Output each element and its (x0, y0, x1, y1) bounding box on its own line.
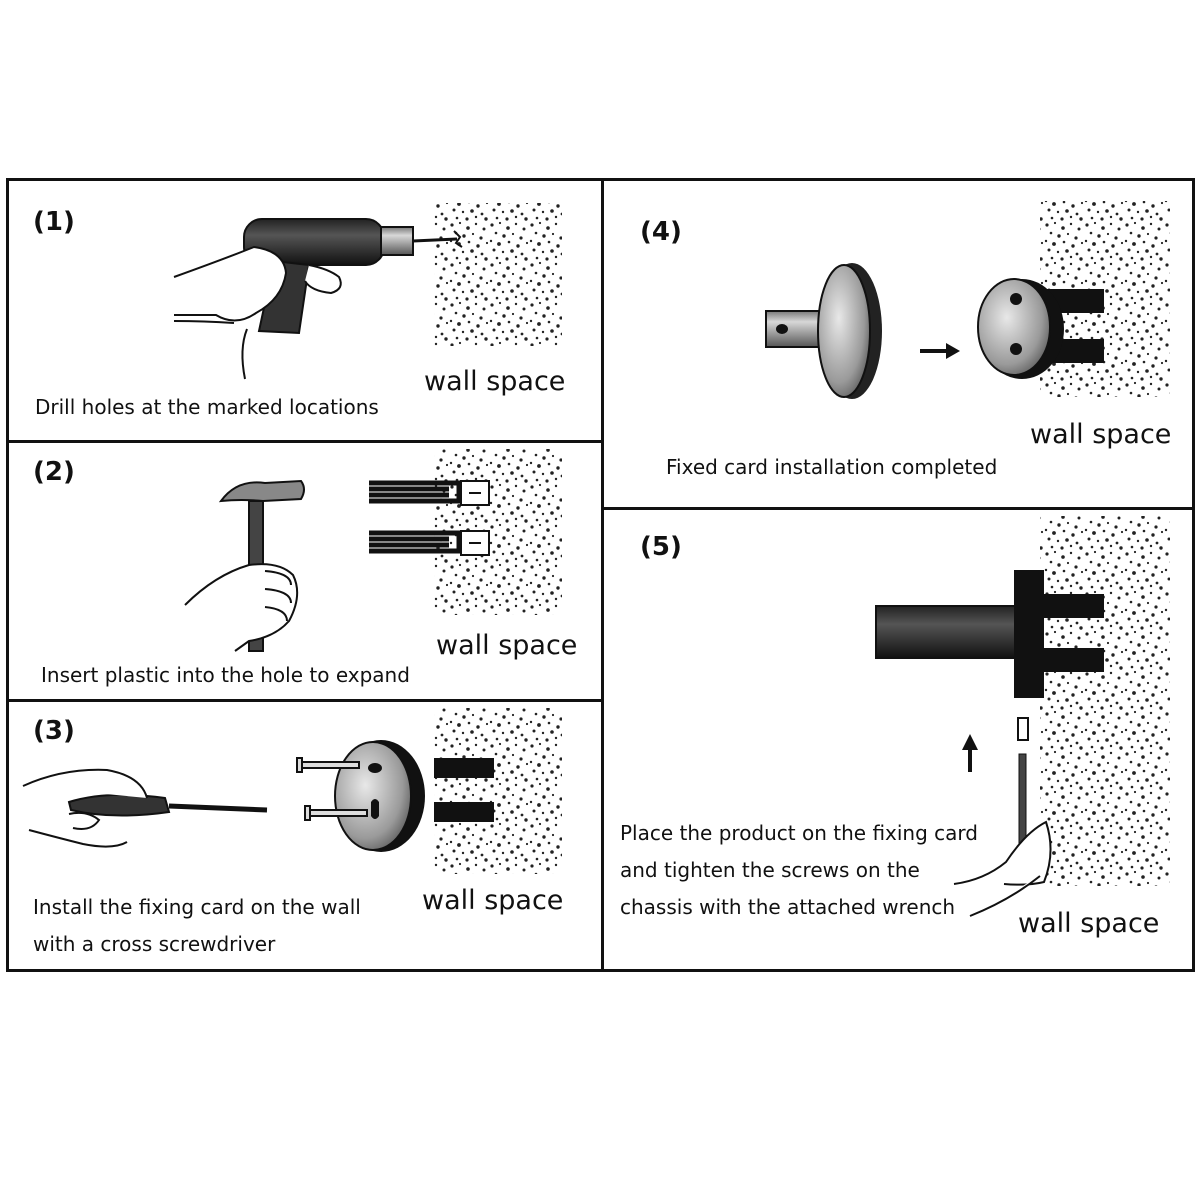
step-5-caption-line-1: Place the product on the fixing card (620, 821, 978, 845)
step-3-panel: (3) Install the fixing card on the wall … (6, 699, 604, 972)
wall-texture (434, 203, 562, 346)
step-2-caption: Insert plastic into the hole to expand (41, 663, 410, 687)
step-3-caption-line-1: Install the fixing card on the wall (33, 895, 361, 919)
wall-anchor-icon (369, 480, 490, 506)
step-4-caption: Fixed card installation completed (666, 455, 998, 479)
step-2-illustration (184, 449, 562, 652)
step-4-number: (4) (640, 217, 682, 247)
step-1-caption: Drill holes at the marked locations (35, 395, 379, 419)
fixing-card-icon (765, 263, 882, 399)
wall-texture (1040, 516, 1170, 886)
step-5-illustration (875, 516, 1170, 917)
drill-icon (241, 218, 463, 380)
step-1-panel: (1) Drill holes at the marked locations … (6, 178, 604, 443)
step-3-number: (3) (33, 716, 75, 746)
product-rod-icon (875, 570, 1044, 698)
step-2-wall-label: wall space (436, 630, 578, 661)
step-1-illustration (173, 203, 562, 380)
step-2-panel: (2) Insert plastic into the hole to expa… (6, 440, 604, 702)
screw-icon (296, 757, 368, 821)
step-1-wall-label: wall space (424, 366, 566, 397)
arrow-right-icon (920, 343, 960, 359)
wall-texture (434, 708, 562, 874)
hand-icon (953, 820, 1052, 917)
step-3-illustration (22, 708, 562, 874)
step-2-number: (2) (33, 457, 75, 487)
step-5-caption-line-3: chassis with the attached wrench (620, 895, 956, 919)
hand-icon (184, 563, 299, 652)
screw-icon (1017, 717, 1029, 741)
hand-icon (173, 245, 342, 324)
hand-icon (22, 768, 148, 848)
step-4-illustration (765, 201, 1170, 399)
wall-anchor-icon (434, 758, 494, 778)
screwdriver-icon (67, 793, 268, 817)
step-5-caption-line-2: and tighten the screws on the (620, 858, 920, 882)
fixing-card-icon (334, 740, 425, 852)
wall-anchor-icon (434, 802, 494, 822)
step-3-wall-label: wall space (422, 885, 564, 916)
step-3-caption-line-2: with a cross screwdriver (33, 932, 276, 956)
step-5-panel: (5) Place the product on the fixing card… (601, 507, 1195, 972)
wall-anchor-icon (1040, 648, 1104, 672)
step-4-panel: (4) Fixed card installation completed wa… (601, 178, 1195, 510)
fixing-card-icon (977, 278, 1064, 379)
step-4-wall-label: wall space (1030, 419, 1172, 450)
step-5-number: (5) (640, 532, 682, 562)
step-1-number: (1) (33, 207, 75, 237)
wall-anchor-icon (1040, 594, 1104, 618)
step-5-wall-label: wall space (1018, 908, 1160, 939)
arrow-up-icon (962, 734, 978, 772)
wall-anchor-icon (369, 530, 490, 556)
